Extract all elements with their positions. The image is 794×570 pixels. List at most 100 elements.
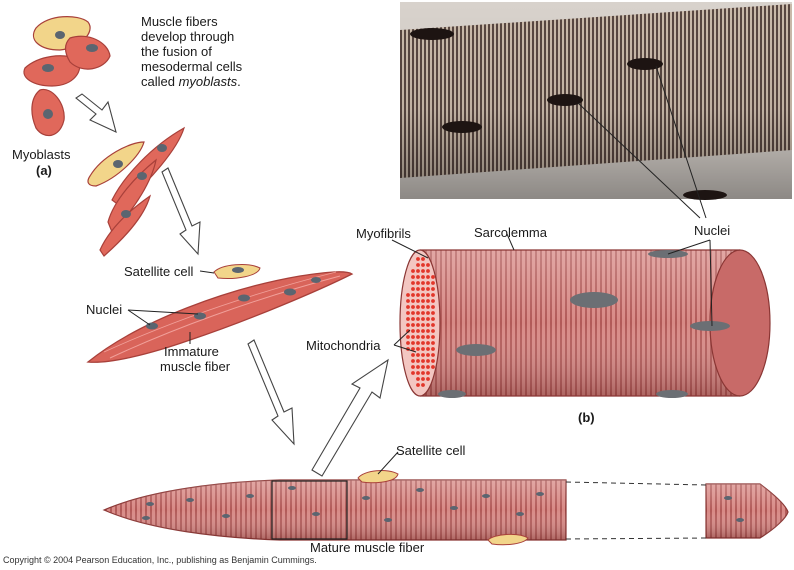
mitochondrion-dot: [416, 359, 420, 363]
mitochondrion-dot: [411, 293, 415, 297]
mitochondrion-dot: [421, 275, 425, 279]
mitochondrion-dot: [426, 311, 430, 315]
photo-nucleus: [627, 58, 663, 70]
intro-caption: Muscle fibers develop through the fusion…: [141, 14, 242, 89]
mitochondrion-dot: [431, 353, 435, 357]
label-myoblasts: Myoblasts: [12, 147, 71, 162]
label-immature-line1: Immature: [164, 344, 219, 359]
mitochondrion-dot: [416, 305, 420, 309]
mitochondrion-dot: [426, 263, 430, 267]
mitochondrion-dot: [431, 275, 435, 279]
mitochondrion-dot: [416, 347, 420, 351]
mitochondrion-dot: [411, 335, 415, 339]
arrow-1: [76, 94, 116, 132]
label-panel-b: (b): [578, 410, 595, 425]
mitochondrion-dot: [426, 269, 430, 273]
intro-prefix: called: [141, 74, 179, 89]
mitochondrion-dot: [421, 353, 425, 357]
label-satellite-cell-upper: Satellite cell: [124, 264, 193, 279]
intro-line: called myoblasts.: [141, 74, 242, 89]
mitochondrion-dot: [411, 269, 415, 273]
mitochondrion-dot: [431, 317, 435, 321]
photo-nucleus: [683, 190, 727, 200]
mitochondrion-dot: [431, 329, 435, 333]
mitochondrion-dot: [411, 317, 415, 321]
photo-nucleus: [442, 121, 482, 133]
mitochondrion-dot: [426, 305, 430, 309]
mitochondrion-dot: [411, 371, 415, 375]
mitochondrion-dot: [426, 341, 430, 345]
mitochondrion-dot: [426, 287, 430, 291]
muscle-fiber-cylinder: [400, 250, 770, 398]
mitochondrion-dot: [411, 281, 415, 285]
mitochondrion-dot: [416, 269, 420, 273]
mitochondrion-dot: [426, 275, 430, 279]
mitochondrion-dot: [416, 341, 420, 345]
mitochondrion-dot: [406, 341, 410, 345]
arrow-2: [162, 168, 200, 254]
intro-line: mesodermal cells: [141, 59, 242, 74]
mitochondrion-dot: [426, 377, 430, 381]
mitochondrion-dot: [426, 335, 430, 339]
mitochondrion-dot: [421, 305, 425, 309]
mitochondrion-dot: [421, 383, 425, 387]
mitochondrion-dot: [426, 359, 430, 363]
mitochondrion-dot: [406, 323, 410, 327]
mitochondrion-dot: [411, 341, 415, 345]
mitochondrion-dot: [421, 359, 425, 363]
mitochondrion-dot: [416, 371, 420, 375]
label-satellite-cell-lower: Satellite cell: [396, 443, 465, 458]
mitochondrion-dot: [416, 293, 420, 297]
arrow-3: [248, 340, 294, 444]
intro-line: the fusion of: [141, 44, 242, 59]
label-mitochondria: Mitochondria: [306, 338, 380, 353]
mitochondrion-dot: [431, 347, 435, 351]
label-mature-fiber: Mature muscle fiber: [310, 540, 424, 555]
label-sarcolemma: Sarcolemma: [474, 225, 547, 240]
mitochondrion-dot: [431, 299, 435, 303]
mitochondrion-dot: [421, 257, 425, 261]
mitochondrion-dot: [411, 287, 415, 291]
mitochondrion-dot: [416, 287, 420, 291]
mitochondrion-dot: [421, 287, 425, 291]
photo-nucleus: [547, 94, 583, 106]
cylinder-end-face: [400, 250, 440, 396]
mitochondrion-dot: [411, 275, 415, 279]
mitochondrion-dot: [421, 281, 425, 285]
mitochondrion-dot: [411, 359, 415, 363]
mitochondrion-dot: [416, 353, 420, 357]
mitochondrion-dot: [426, 371, 430, 375]
mitochondrion-dot: [431, 287, 435, 291]
mitochondrion-dot: [416, 377, 420, 381]
mitochondrion-dot: [421, 311, 425, 315]
mitochondrion-dot: [421, 317, 425, 321]
mitochondrion-dot: [426, 317, 430, 321]
mitochondrion-dot: [426, 353, 430, 357]
mitochondrion-dot: [421, 365, 425, 369]
label-nuclei-left: Nuclei: [86, 302, 122, 317]
label-nuclei-right: Nuclei: [694, 223, 730, 238]
mitochondrion-dot: [421, 341, 425, 345]
mitochondrion-dot: [416, 299, 420, 303]
mitochondrion-dot: [411, 365, 415, 369]
mitochondrion-dot: [431, 335, 435, 339]
mitochondrion-dot: [431, 293, 435, 297]
mitochondrion-dot: [416, 317, 420, 321]
mitochondrion-dot: [431, 323, 435, 327]
mitochondrion-dot: [421, 347, 425, 351]
mitochondrion-dot: [416, 383, 420, 387]
intro-term: myoblasts: [179, 74, 238, 89]
mitochondrion-dot: [421, 323, 425, 327]
mitochondrion-dot: [426, 299, 430, 303]
mitochondrion-dot: [406, 311, 410, 315]
mitochondrion-dot: [416, 365, 420, 369]
mitochondrion-dot: [416, 323, 420, 327]
mitochondrion-dot: [421, 335, 425, 339]
mitochondrion-dot: [426, 329, 430, 333]
mitochondrion-dot: [416, 275, 420, 279]
mitochondrion-dot: [431, 311, 435, 315]
mitochondrion-dot: [431, 359, 435, 363]
mitochondrion-dot: [421, 263, 425, 267]
mitochondrion-dot: [411, 353, 415, 357]
